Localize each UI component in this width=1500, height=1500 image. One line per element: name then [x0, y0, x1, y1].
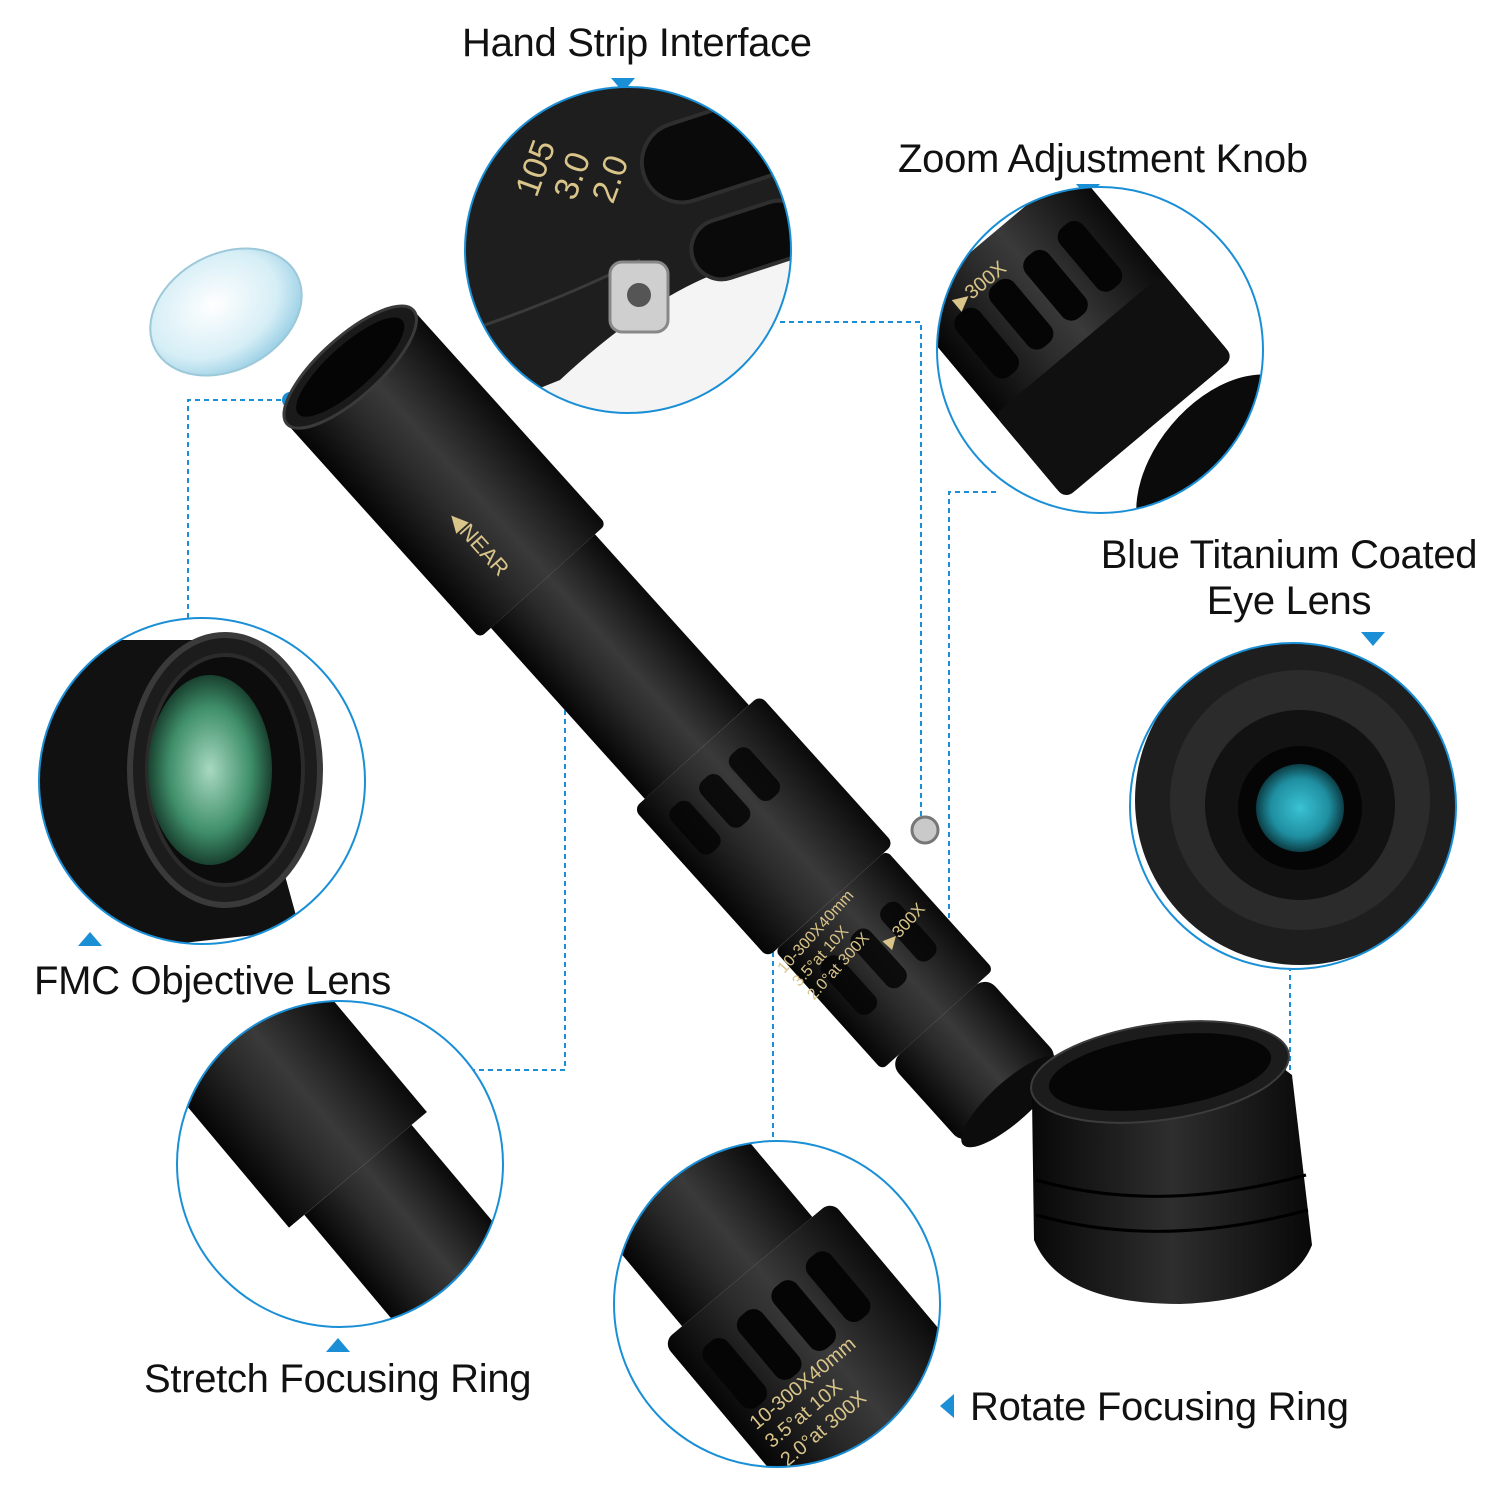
connector-hand-strip: [780, 321, 922, 826]
connector-objective: [187, 399, 290, 618]
detail-eye-lens: [1129, 642, 1457, 970]
label-fmc-objective-lens: FMC Objective Lens: [34, 959, 391, 1003]
detail-stretch-ring: [176, 1000, 504, 1328]
label-stretch-focusing-ring: Stretch Focusing Ring: [144, 1357, 532, 1401]
detail-objective-lens: [38, 617, 366, 945]
arrow-objective: [78, 932, 102, 946]
label-rotate-focusing-ring: Rotate Focusing Ring: [970, 1385, 1349, 1429]
connector-zoom: [948, 491, 1000, 981]
detail-hand-strip: 105 3.0 2.0: [464, 86, 792, 414]
label-zoom-adjustment-knob: Zoom Adjustment Knob: [898, 137, 1308, 181]
label-eye-lens-line2: Eye Lens: [1206, 579, 1372, 623]
objective-glass-disc: [149, 247, 303, 377]
arrow-rotate: [940, 1394, 954, 1418]
label-hand-strip-interface: Hand Strip Interface: [462, 21, 812, 65]
detail-rotate-ring: 10-300X40mm 3.5°at 10X 2.0°at 300X: [613, 1140, 941, 1468]
label-eye-lens-line1: Blue Titanium Coated: [1100, 533, 1478, 577]
eyepiece-cap: [1030, 1020, 1312, 1304]
arrow-eye-lens: [1361, 632, 1385, 646]
label-blue-titanium-eye-lens: Blue Titanium Coated Eye Lens: [1096, 532, 1482, 624]
arrow-hand-strip: [611, 78, 635, 92]
connector-stretch: [470, 692, 566, 1071]
arrow-stretch: [326, 1338, 350, 1352]
strap-hook: [910, 815, 940, 845]
